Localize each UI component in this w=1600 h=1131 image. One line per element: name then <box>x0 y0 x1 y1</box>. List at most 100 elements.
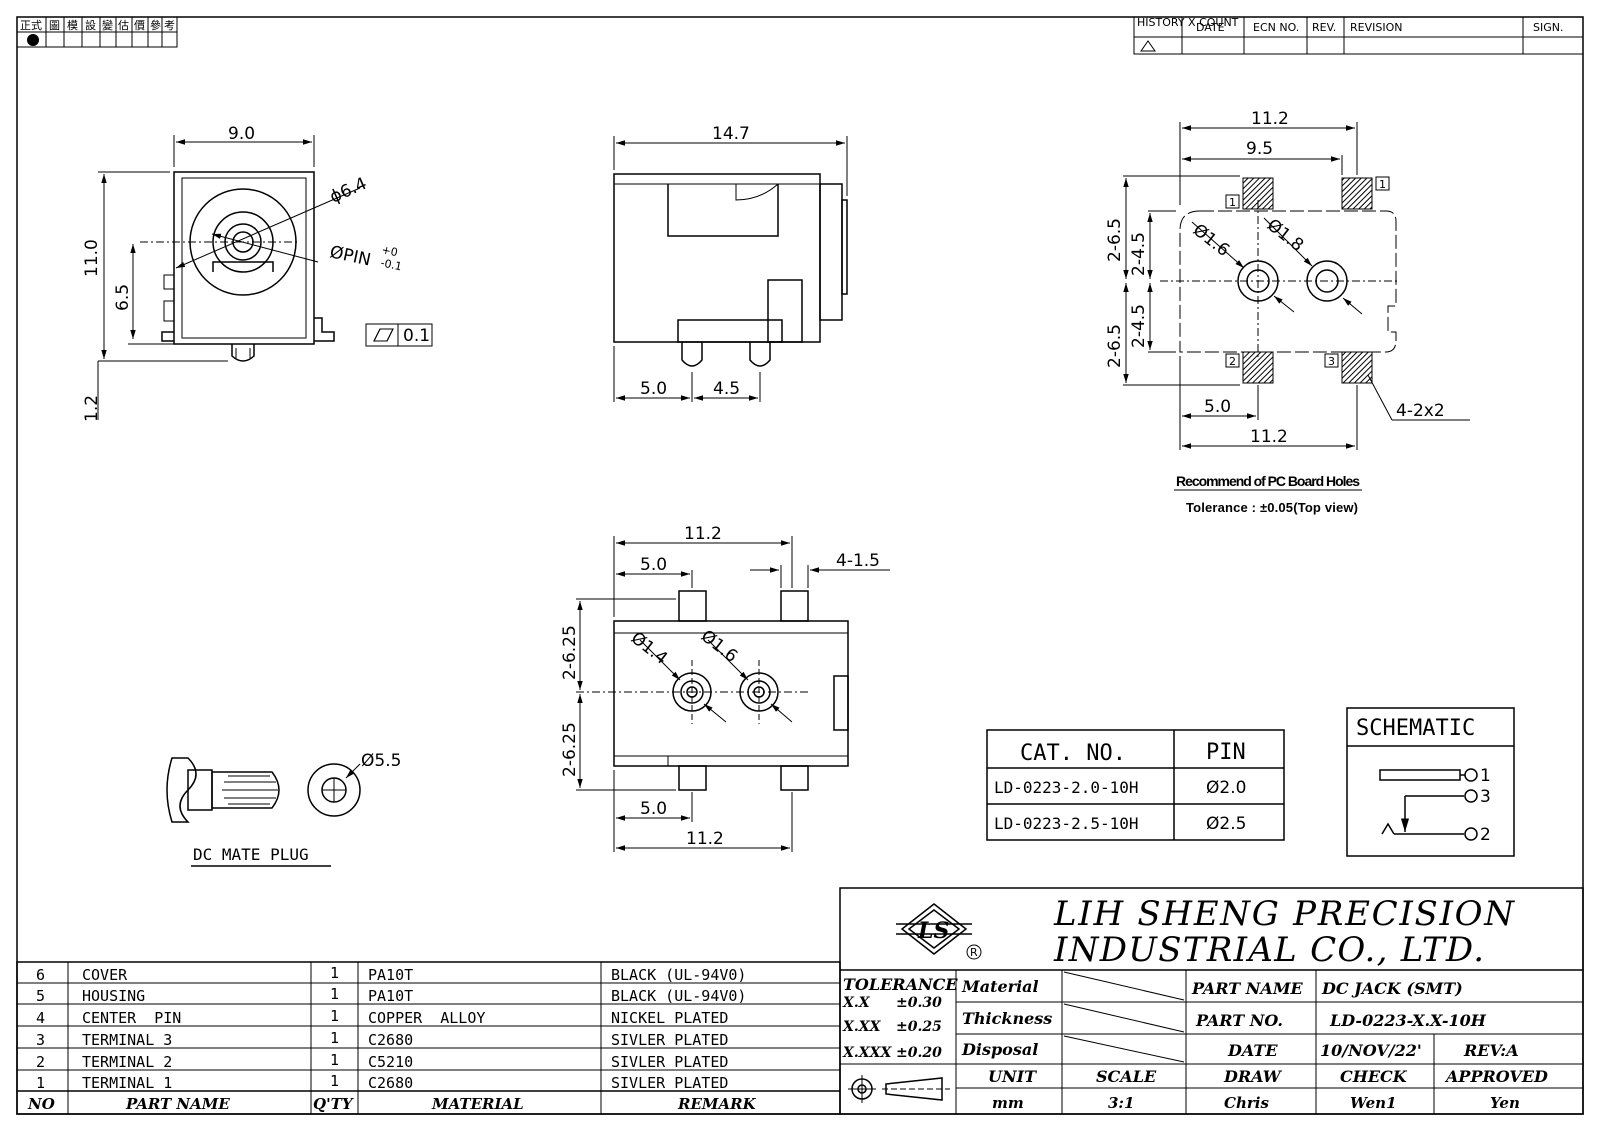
rev-col-sign: SIGN. <box>1533 21 1563 34</box>
side-view <box>613 173 848 367</box>
title-block <box>839 887 1584 1115</box>
date-label: DATE <box>1227 1041 1278 1060</box>
pcb-outer-width: 11.2 <box>1251 109 1289 129</box>
pcb-pad-top-right <box>1341 177 1373 210</box>
schematic-symbol <box>1379 768 1478 841</box>
revision-block <box>1133 16 1584 55</box>
front-pin-length-dim: 1.2 <box>82 395 102 422</box>
front-height-dim: 11.0 <box>82 239 102 277</box>
bom-qty: 1 <box>330 964 339 982</box>
check-label: CHECK <box>1340 1067 1408 1086</box>
scale-label: SCALE <box>1096 1067 1157 1086</box>
bom-material: C5210 <box>368 1053 413 1071</box>
rev-col-ecn: ECN NO. <box>1253 21 1299 34</box>
dc-mate-plug <box>166 757 361 823</box>
pcb-caption: Recommend of PC Board Holes <box>1176 473 1360 489</box>
stamp-char-8: 考 <box>164 19 175 32</box>
tol-xxx-value: ±0.25 <box>896 1019 942 1035</box>
bom-row: 6 COVER 1 PA10T BLACK (UL-94V0) <box>36 964 746 984</box>
bom-remark: SIVLER PLATED <box>611 1074 728 1092</box>
stamp-char-6: 價 <box>134 18 145 32</box>
tolerance-label: TOLERANCE <box>843 975 958 994</box>
bom-header-no: NO <box>27 1095 55 1113</box>
bom-row: 5 HOUSING 1 PA10T BLACK (UL-94V0) <box>36 985 746 1005</box>
plug-diameter: Ø5.5 <box>361 751 401 771</box>
bom-part-name: HOUSING <box>82 987 145 1005</box>
front-pin-diameter: ØPIN <box>328 242 373 270</box>
bom-qty: 1 <box>330 1072 339 1090</box>
pad-label-2: 2 <box>1229 355 1236 368</box>
unit-label: UNIT <box>988 1067 1037 1086</box>
stamp-char-4: 變 <box>102 18 113 32</box>
company-name-line2: INDUSTRIAL CO., LTD. <box>1053 930 1484 970</box>
bom-part-name: COVER <box>82 966 128 984</box>
bottom-view <box>613 590 849 791</box>
bom-no: 2 <box>36 1053 45 1071</box>
catalog-table <box>986 729 1285 841</box>
bom-remark: BLACK (UL-94V0) <box>611 987 746 1005</box>
stamp-char-5: 估 <box>118 19 129 32</box>
bom-part-name: TERMINAL 2 <box>82 1053 172 1071</box>
bottom-v2: 2-6.25 <box>560 722 580 777</box>
bom-part-name: TERMINAL 1 <box>82 1074 172 1092</box>
approved-label: APPROVED <box>1444 1067 1548 1086</box>
catalog-row2-cat: LD-0223-2.5-10H <box>994 814 1139 833</box>
pcb-pad-bottom-left <box>1242 351 1274 384</box>
bottom-bot-5: 5.0 <box>640 799 667 819</box>
bom-header-material: MATERIAL <box>431 1095 524 1113</box>
stamp-char-0: 正式 <box>20 19 42 32</box>
stamp-char-1: 圖 <box>49 19 60 32</box>
disposal-label: Disposal <box>961 1040 1038 1059</box>
part-name-value: DC JACK (SMT) <box>1321 979 1463 998</box>
registered-letter: R <box>970 946 978 959</box>
bom-header-part-name: PART NAME <box>125 1095 230 1113</box>
bottom-v1: 2-6.25 <box>560 625 580 680</box>
bom-remark: SIVLER PLATED <box>611 1053 728 1071</box>
part-no-label: PART NO. <box>1195 1011 1283 1030</box>
history-label: HISTORY X COUNT <box>1137 16 1239 29</box>
front-width-dim: 9.0 <box>228 124 255 144</box>
bom-material: PA10T <box>368 987 413 1005</box>
pcb-pad-top-left <box>1242 177 1274 210</box>
company-logo <box>896 903 972 955</box>
catalog-row2-pin: Ø2.5 <box>1206 814 1246 834</box>
front-dimensions <box>97 135 361 420</box>
draw-value: Chris <box>1224 1094 1269 1112</box>
draw-label: DRAW <box>1223 1067 1283 1086</box>
bom-material: PA10T <box>368 966 413 984</box>
scale-value: 3:1 <box>1108 1094 1134 1112</box>
bom-header-remark: REMARK <box>677 1095 757 1113</box>
front-view <box>161 171 335 362</box>
pcb-holes <box>1237 260 1348 302</box>
bom-part-name: CENTER PIN <box>82 1009 181 1027</box>
part-name-label: PART NAME <box>1191 979 1304 998</box>
company-name-line1: LIH SHENG PRECISION <box>1053 894 1515 934</box>
pcb-dimensions <box>1123 122 1470 491</box>
registered-mark-icon <box>966 944 982 960</box>
bom-row: 4 CENTER PIN 1 COPPER ALLOY NICKEL PLATE… <box>36 1007 728 1027</box>
bottom-top-5: 5.0 <box>640 555 667 575</box>
stamp-box <box>16 16 178 48</box>
flatness-value: 0.1 <box>403 326 430 346</box>
revision-triangle-icon <box>1140 40 1156 52</box>
bottom-hole1-dia: Ø1.4 <box>627 628 671 669</box>
bom-part-name: TERMINAL 3 <box>82 1031 172 1049</box>
pcb-bottom-5: 5.0 <box>1204 397 1231 417</box>
bom-material: C2680 <box>368 1074 413 1092</box>
pcb-v1: 2-6.5 <box>1105 218 1125 262</box>
bom-qty: 1 <box>330 1007 339 1025</box>
bottom-dimensions <box>576 536 890 852</box>
bottom-hole2-dia: Ø1.6 <box>697 626 741 667</box>
material-label: Material <box>961 977 1039 996</box>
bom-remark: SIVLER PLATED <box>611 1031 728 1049</box>
catalog-row1-pin: Ø2.0 <box>1206 778 1246 798</box>
schematic-pin-3: 3 <box>1480 787 1491 807</box>
bom-no: 4 <box>36 1009 45 1027</box>
bom-remark: NICKEL PLATED <box>611 1009 728 1027</box>
tol-xx-label: X.X <box>842 995 871 1011</box>
catalog-header-cat: CAT. NO. <box>1020 741 1126 766</box>
plug-dia-leader <box>345 763 361 779</box>
pad-number-boxes <box>1225 176 1390 368</box>
pcb-pad-bottom-right <box>1341 351 1373 384</box>
